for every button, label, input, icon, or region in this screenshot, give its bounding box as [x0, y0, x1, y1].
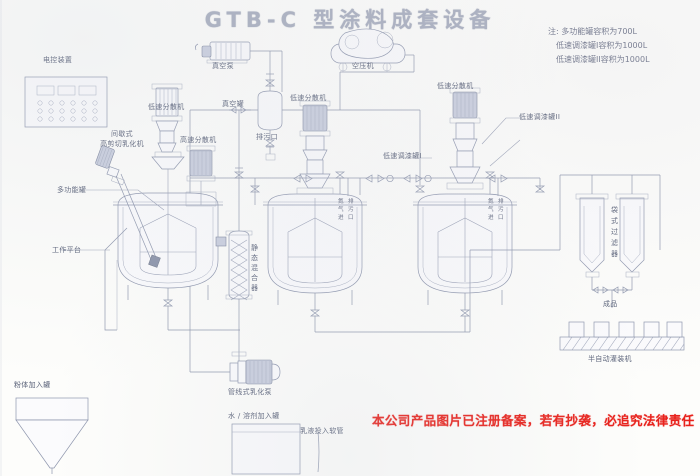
label-paint-tank-1: 低速调漆罐I: [383, 152, 422, 160]
air-compressor-symbol: [330, 28, 415, 72]
static-mixer-symbol: [215, 110, 253, 330]
label-static-mixer: 静态混合器: [251, 244, 259, 292]
valve-symbol: [309, 309, 321, 317]
label-tank-nozzle-mid-2: 排污口: [348, 199, 354, 221]
label-low-speed-disperser-right: 低速分散机: [437, 82, 474, 90]
label-low-speed-disperser-left: 低速分散机: [148, 103, 185, 111]
main-pipe-header: [190, 71, 546, 205]
note-line-3: 低速调漆罐II容积为1000L: [556, 55, 650, 64]
note-line-1: 注: 多功能罐容积为700L: [548, 27, 637, 36]
valve-symbol: [162, 299, 174, 307]
label-finished-product: 成品: [603, 300, 618, 308]
low-speed-disperser-right: [446, 87, 484, 190]
paint-tank-2: [413, 171, 560, 332]
filter-outlet-manifold: [559, 174, 661, 308]
label-paint-tank-2: 低速调漆罐II: [519, 113, 561, 121]
inline-emulsifying-pump-symbol: [189, 290, 281, 385]
high-speed-disperser-left: [151, 83, 217, 207]
filling-machine-symbol: [559, 321, 685, 351]
powder-feed-tank-symbol: [15, 397, 89, 474]
label-powder-feed-tank: 粉体加入罐: [14, 381, 51, 389]
leader-lines: [60, 117, 522, 251]
control-cabinet-symbol: [24, 76, 108, 128]
paint-tank-1: [263, 171, 470, 333]
label-tank-nozzle-right: 氮气进: [488, 199, 494, 221]
label-tank-nozzle-right-2: 排污口: [498, 199, 504, 221]
label-multifunction-tank: 多功能罐: [57, 186, 87, 194]
valve-symbol: [264, 73, 276, 87]
label-high-shear-emulsifier: 间歇式: [111, 130, 133, 138]
label-drain-port: 排污口: [256, 133, 278, 141]
label-inline-emulsifying-pump: 管线式乳化泵: [228, 388, 272, 396]
bag-filter-2: [615, 175, 649, 290]
water-solvent-tank-symbol: [231, 423, 320, 475]
label-bag-filter: 袋式过滤器: [611, 206, 619, 258]
label-vacuum-tank: 真空罐: [222, 100, 244, 108]
label-work-platform: 工作平台: [52, 246, 82, 254]
copyright-notice: 本公司产品图片已注册备案，若有抄袭，必追究法律责任: [372, 413, 695, 428]
label-vacuum-pump: 真空泵: [212, 62, 234, 70]
label-air-compressor: 空压机: [352, 62, 374, 70]
valve-symbol: [249, 185, 261, 193]
multifunction-tank: [104, 192, 240, 331]
label-emulsion-feed-hose: 乳液投入软管: [300, 427, 344, 435]
valve-symbol: [459, 309, 471, 317]
note-line-2: 低速调漆罐I容积为1000L: [556, 41, 648, 50]
bag-filter-1: [575, 175, 609, 290]
valve-symbol: [414, 185, 426, 193]
label-water-solvent-tank: 水 / 溶剂加入罐: [228, 412, 280, 420]
vacuum-pump-symbol: [194, 41, 283, 92]
label-high-shear-emulsifier-2: 高剪切乳化机: [100, 140, 144, 148]
label-low-speed-disperser-mid: 低速分散机: [290, 94, 327, 102]
valve-symbol: [534, 185, 546, 193]
drawing-title: GTB-C 型涂料成套设备: [204, 8, 496, 32]
check-valve-symbol: [229, 106, 251, 114]
high-shear-emulsifier-symbol: [95, 145, 161, 268]
label-tank-nozzle-mid: 氮气进: [338, 199, 344, 221]
low-speed-disperser-mid: [296, 100, 334, 195]
label-control-cabinet: 电控装置: [43, 56, 73, 64]
label-high-speed-disperser: 高速分散机: [180, 136, 217, 144]
label-filling-machine: 半自动灌装机: [588, 355, 632, 363]
